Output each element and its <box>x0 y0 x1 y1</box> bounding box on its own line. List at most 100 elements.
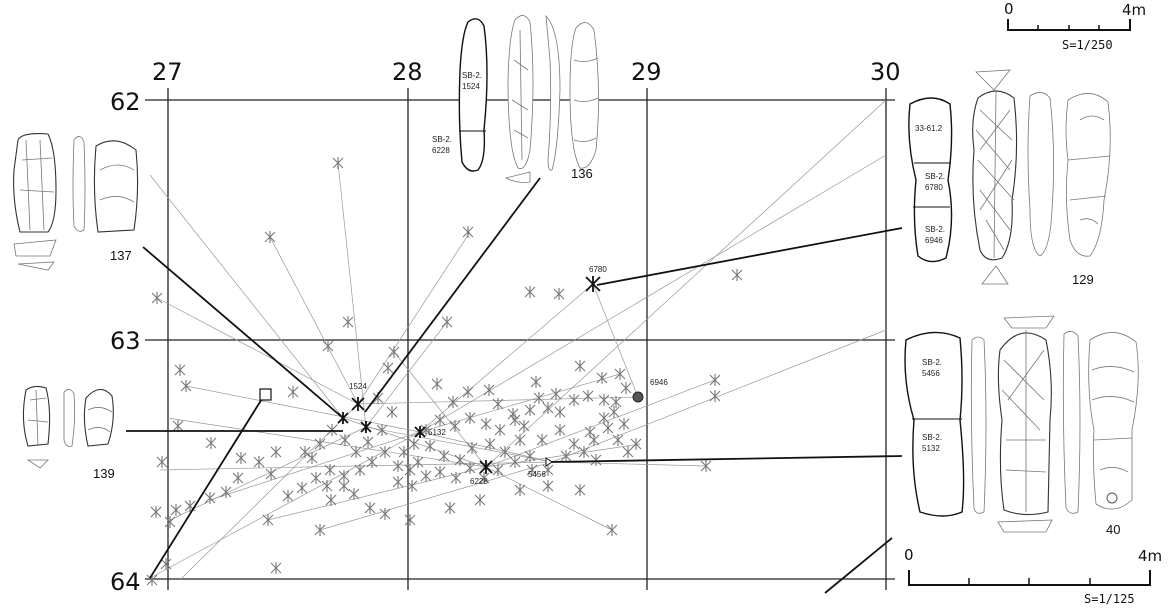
find-mark <box>478 472 490 484</box>
artifact-129-drawing: 33-61.2 SB-2. 6780 SB-2. 6946 129 <box>908 69 1111 287</box>
find-mark <box>296 482 308 494</box>
artifact-137-label: 137 <box>110 248 132 263</box>
refit-line <box>485 443 641 468</box>
column-label-30: 30 <box>870 58 901 86</box>
find-mark <box>536 434 548 446</box>
find-mark <box>232 472 244 484</box>
find-mark <box>596 372 608 384</box>
refit-point-5456 <box>545 457 553 467</box>
find-mark <box>590 454 602 466</box>
refit-line <box>209 431 421 501</box>
find-mark <box>449 420 461 432</box>
refit-line <box>592 283 639 398</box>
find-mark <box>434 466 446 478</box>
refit-line <box>169 426 367 521</box>
refit-line <box>267 466 487 521</box>
find-mark <box>354 464 366 476</box>
refit-line <box>485 379 716 468</box>
find-mark <box>253 456 265 468</box>
find-mark <box>220 486 232 498</box>
find-mark <box>524 450 536 462</box>
find-mark <box>392 476 404 488</box>
refit-line <box>419 283 594 433</box>
find-mark <box>406 480 418 492</box>
find-mark <box>379 508 391 520</box>
find-mark <box>270 562 282 574</box>
artifact-40-drawing: SB-2. 5456 SB-2. 5132 40 <box>904 315 1139 537</box>
find-mark <box>454 454 466 466</box>
find-mark <box>164 516 176 528</box>
svg-text:SB-2. 6946: SB-2. 6946 <box>925 225 947 245</box>
grid <box>145 88 895 590</box>
find-mark <box>299 446 311 458</box>
column-label-29: 29 <box>631 58 662 86</box>
find-mark <box>466 442 478 454</box>
find-mark <box>398 446 410 458</box>
refit-line <box>167 417 487 468</box>
find-mark <box>310 472 322 484</box>
svg-text:SB-2. 6780: SB-2. 6780 <box>925 172 947 192</box>
find-mark <box>462 386 474 398</box>
svg-text:SB-2. 6228: SB-2. 6228 <box>432 135 454 155</box>
artifact-136-part-1a: SB-2. <box>462 71 482 80</box>
find-mark <box>204 492 216 504</box>
find-mark <box>731 269 743 281</box>
scale-bottom-ratio: S=1/125 <box>1084 592 1135 606</box>
find-mark <box>364 502 376 514</box>
find-mark <box>287 386 299 398</box>
find-mark <box>262 514 274 526</box>
refit-points <box>337 276 601 474</box>
artifact-136-part-2b: 6228 <box>432 146 450 155</box>
find-mark <box>332 157 344 169</box>
find-mark <box>700 460 712 472</box>
find-mark <box>474 494 486 506</box>
refit-line <box>156 297 359 405</box>
scale-bar-bottom: 0 4m S=1/125 <box>904 546 1162 606</box>
find-mark <box>560 450 572 462</box>
find-mark <box>574 484 586 496</box>
find-mark <box>524 286 536 298</box>
find-mark <box>618 418 630 430</box>
row-label-63: 63 <box>110 327 141 355</box>
find-mark <box>441 316 453 328</box>
find-mark <box>205 437 217 449</box>
artifact-137-drawing: 137 <box>13 133 139 271</box>
find-mark <box>265 468 277 480</box>
find-mark <box>150 506 162 518</box>
find-mark <box>342 316 354 328</box>
find-mark <box>598 412 610 424</box>
find-mark <box>170 504 182 516</box>
find-mark <box>514 434 526 446</box>
refit-line <box>185 385 421 433</box>
artifact-129-part-1: 33-61.2 <box>915 124 943 133</box>
find-mark <box>542 402 554 414</box>
artifact-40-label: 40 <box>1106 522 1120 537</box>
scale-top-start: 0 <box>1004 0 1014 18</box>
find-mark <box>404 514 416 526</box>
row-label-62: 62 <box>110 88 141 116</box>
find-mark <box>408 438 420 450</box>
refit-line <box>485 99 887 468</box>
find-mark <box>602 422 614 434</box>
find-mark <box>404 464 416 476</box>
find-mark <box>350 446 362 458</box>
find-mark <box>483 384 495 396</box>
find-mark <box>480 418 492 430</box>
scale-top-end: 4m <box>1122 1 1146 19</box>
scale-bottom-start: 0 <box>904 546 914 564</box>
find-mark <box>160 558 172 570</box>
find-mark <box>542 464 554 476</box>
find-mark <box>462 226 474 238</box>
find-mark <box>180 380 192 392</box>
point-label-5456: 5456 <box>528 470 546 479</box>
find-mark <box>499 446 511 458</box>
find-mark <box>574 360 586 372</box>
find-mark <box>420 424 432 436</box>
refit-line <box>149 431 421 579</box>
point-label-6946: 6946 <box>650 378 668 387</box>
find-mark <box>324 464 336 476</box>
find-mark <box>431 378 443 390</box>
find-mark <box>386 406 398 418</box>
artifact-136-part-2a: SB-2. <box>432 135 452 144</box>
svg-text:SB-2. 5132: SB-2. 5132 <box>922 433 944 453</box>
